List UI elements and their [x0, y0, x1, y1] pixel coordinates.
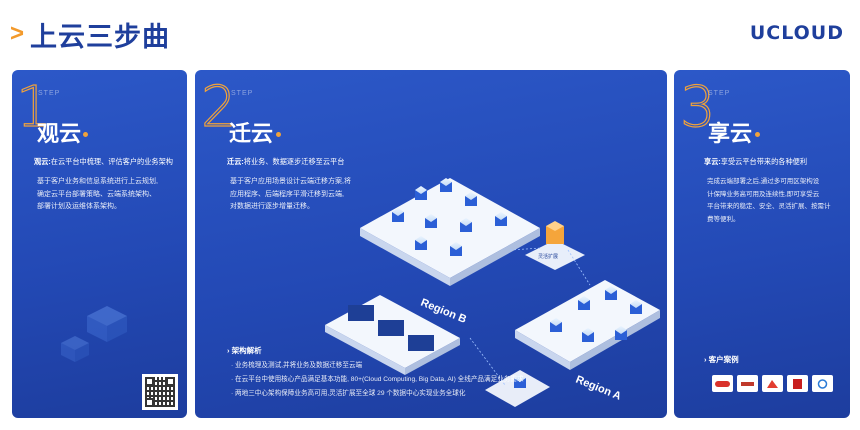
- chevron-right-icon: >: [10, 20, 25, 47]
- customer-cases-title: › 客户案例: [704, 354, 739, 365]
- step-3-desc-line: 计保障业务高可用及连续性,即可享受云: [707, 190, 820, 198]
- step-3-desc-line: 平台带来的稳定、安全、灵活扩展、按需计: [707, 203, 831, 210]
- customer-cases-title-text: 客户案例: [708, 355, 739, 364]
- cube-decoration-icon: [61, 306, 127, 362]
- customer-logo-icon: [787, 375, 808, 392]
- connector-platform: [485, 370, 550, 407]
- customer-logo-icon: [737, 375, 758, 392]
- step-1-desc-line: 确定云平台部署策略、云端系统架构、: [37, 190, 156, 198]
- step-3-lead: 享云:享受云平台带来的各种便利: [704, 156, 849, 167]
- step-1-desc-line: 基于客户业务和信息系统进行上云规划,: [37, 178, 158, 185]
- customer-logo-icon: [712, 375, 733, 392]
- step-1-desc-line: 部署计划及运维体系架构。: [37, 203, 121, 210]
- step-1-title: 观云: [37, 122, 82, 147]
- step-1-lead-label: 观云:: [34, 157, 51, 166]
- step-1-panel: 1 STEP 观云 观云:在云平台中梳理、评估客户的业务架构 基于客户业务和信息…: [12, 70, 187, 418]
- page-title: 上云三步曲: [30, 21, 171, 53]
- step-3-number: 3: [679, 75, 716, 140]
- architecture-title-text: 架构解析: [231, 346, 262, 355]
- step-2-desc-line: 对数据进行逐步增量迁移。: [230, 203, 314, 210]
- step-2-desc-line: 应用程序、后端程序平滑迁移到云端,: [230, 190, 344, 198]
- storage-platform: [325, 295, 460, 375]
- step-3-lead-label: 享云:: [704, 157, 721, 166]
- step-3-description: 完成云端部署之后,通过多可用区架构设 计保障业务高可用及连续性,即可享受云 平台…: [707, 176, 849, 226]
- architecture-title: › 架构解析: [227, 345, 262, 356]
- step-2-lead-text: 将业务、数据逐步迁移至云平台: [243, 157, 345, 166]
- step-2-dot: [276, 132, 281, 137]
- region-a-label: Region A: [574, 374, 623, 403]
- step-1-dot: [83, 132, 88, 137]
- customer-logo-icon: [812, 375, 833, 392]
- architecture-item: · 两地三中心架构保障业务高可用,灵活扩展至全球 29 个数据中心实现业务全球化: [231, 390, 466, 397]
- region-a-servers: [514, 286, 642, 388]
- architecture-item: · 在云平台中使用核心产品满足基本功能, 80+(Cloud Computing…: [231, 376, 524, 383]
- step-2-label: STEP: [231, 90, 254, 97]
- step-3-desc-line: 完成云端部署之后,通过多可用区架构设: [707, 178, 820, 185]
- step-2-title: 迁云: [229, 122, 274, 147]
- step-1-number: 1: [15, 75, 52, 140]
- title-bar: > 上云三步曲: [10, 14, 170, 54]
- step-3-label: STEP: [708, 90, 731, 97]
- step-1-lead: 观云:在云平台中梳理、评估客户的业务架构: [34, 156, 184, 167]
- chevron-right-icon: ›: [704, 355, 709, 364]
- step-2-description: 基于客户应用场景设计云端迁移方案,将 应用程序、后端程序平滑迁移到云端, 对数据…: [230, 176, 390, 214]
- step-2-lead-label: 迁云:: [227, 157, 244, 166]
- step-2-panel: 2 STEP 迁云 迁云:将业务、数据逐步迁移至云平台 基于客户应用场景设计云端…: [195, 70, 667, 418]
- step-3-dot: [755, 132, 760, 137]
- gateway-node: 灵活扩展: [525, 221, 585, 270]
- step-2-desc-line: 基于客户应用场景设计云端迁移方案,将: [230, 178, 351, 185]
- step-3-lead-text: 享受云平台带来的各种便利: [720, 157, 808, 166]
- step-1-label: STEP: [38, 90, 61, 97]
- region-b-servers: [392, 178, 507, 256]
- brand-logo: UCLOUD: [749, 22, 844, 44]
- step-3-title: 享云: [708, 122, 753, 147]
- architecture-diagram: Region B Region A 灵活扩展: [325, 178, 660, 407]
- qr-code: [142, 374, 178, 410]
- customer-logos: [712, 375, 833, 392]
- gateway-label: 灵活扩展: [538, 253, 558, 260]
- architecture-item: · 业务梳理及测试,并将业务及数据迁移至云端: [231, 362, 363, 369]
- customer-logo-icon: [762, 375, 783, 392]
- connection-lines: [469, 247, 591, 386]
- step-2-lead: 迁云:将业务、数据逐步迁移至云平台: [227, 156, 387, 167]
- chevron-right-icon: ›: [227, 346, 232, 355]
- step-2-number: 2: [200, 75, 237, 140]
- step-3-panel: 3 STEP 享云 享云:享受云平台带来的各种便利 完成云端部署之后,通过多可用…: [674, 70, 850, 418]
- step-3-desc-line: 费等便利。: [707, 215, 740, 223]
- step-1-description: 基于客户业务和信息系统进行上云规划, 确定云平台部署策略、云端系统架构、 部署计…: [37, 176, 187, 214]
- step-1-lead-text: 在云平台中梳理、评估客户的业务架构: [50, 157, 173, 166]
